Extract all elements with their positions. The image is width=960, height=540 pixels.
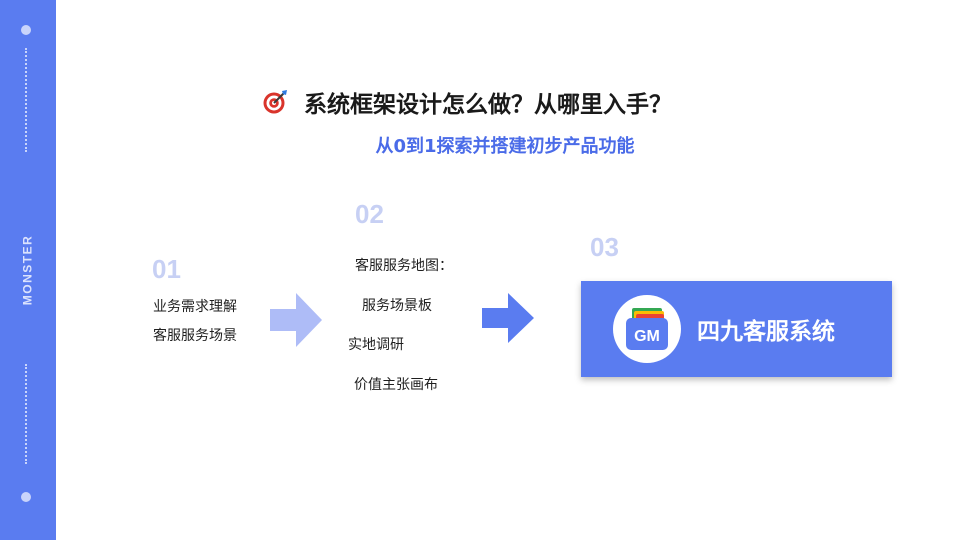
sidebar: MONSTER — [0, 0, 56, 540]
sidebar-bottom-dot — [21, 492, 31, 502]
step-3-number: 03 — [590, 232, 619, 262]
page-subtitle: 从0到1探索并搭建初步产品功能 — [375, 136, 635, 157]
target-dart-icon — [263, 90, 287, 114]
sidebar-bottom-dotted-line — [25, 364, 27, 464]
sidebar-top-dotted-line — [25, 48, 27, 152]
step-2-line-1: 客服服务地图： — [355, 258, 453, 274]
sidebar-vertical-text: MONSTER — [20, 234, 34, 306]
arrow-right-icon — [270, 293, 322, 347]
arrow-right-icon — [482, 293, 534, 343]
step-2-line-3: 实地调研 — [348, 337, 404, 353]
header: 系统框架设计怎么做？从哪里入手？ — [262, 84, 672, 120]
step-1-line-2: 客服服务场景 — [153, 328, 237, 344]
step-1-number: 01 — [152, 254, 181, 284]
page-title: 系统框架设计怎么做？从哪里入手？ — [304, 92, 672, 118]
step-2-line-4: 价值主张画布 — [354, 377, 438, 393]
product-card: GM 四九客服系统 — [581, 281, 892, 377]
sidebar-top-dot — [21, 25, 31, 35]
step-1-line-1: 业务需求理解 — [153, 299, 237, 315]
step-2-line-2: 服务场景板 — [362, 298, 432, 314]
step-2-number: 02 — [355, 199, 384, 229]
product-card-title: 四九客服系统 — [697, 319, 835, 345]
logo-text: GM — [634, 328, 660, 345]
gm-wallet-logo-icon: GM — [613, 295, 681, 363]
